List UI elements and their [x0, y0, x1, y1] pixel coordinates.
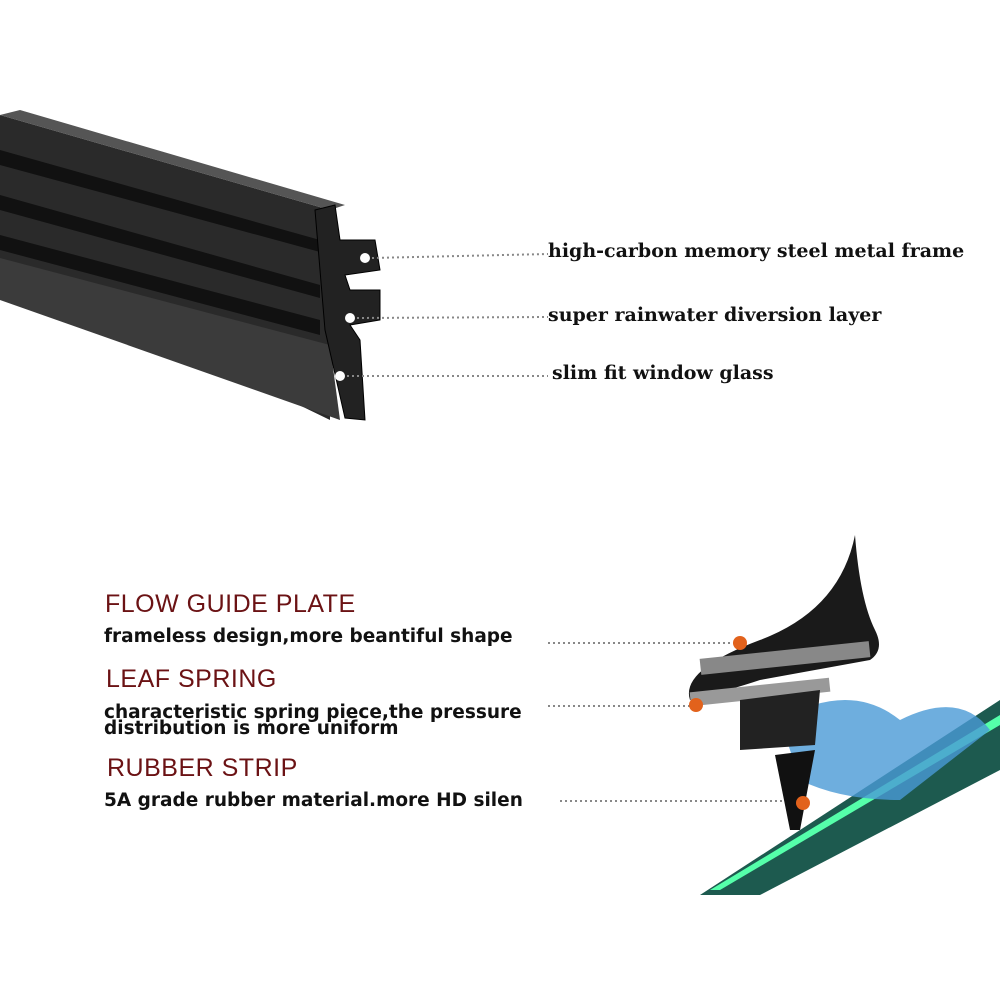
- label-diversion-layer: super rainwater diversion layer: [548, 304, 882, 326]
- marker-leaf-spring: [689, 698, 703, 712]
- rubber-strip-photo: [0, 110, 381, 421]
- leader-lines: [347, 253, 800, 802]
- label-window-glass: slim fit window glass: [552, 362, 774, 384]
- heading-rubber-strip: RUBBER STRIP: [107, 754, 298, 782]
- cross-section-diagram: [688, 535, 1000, 895]
- desc-leaf-spring-2: distribution is more uniform: [104, 718, 399, 739]
- callout-dots-top: [335, 253, 370, 381]
- desc-leaf-spring: characteristic spring piece,the pressure: [104, 702, 522, 723]
- desc-flow-guide-plate: frameless design,more beantiful shape: [104, 626, 513, 647]
- heading-leaf-spring: LEAF SPRING: [106, 665, 277, 693]
- marker-rubber-strip: [796, 796, 810, 810]
- desc-rubber-strip: 5A grade rubber material.more HD silen: [104, 790, 523, 811]
- label-metal-frame: high-carbon memory steel metal frame: [548, 240, 965, 262]
- heading-flow-guide-plate: FLOW GUIDE PLATE: [105, 590, 356, 618]
- marker-flow-guide: [733, 636, 747, 650]
